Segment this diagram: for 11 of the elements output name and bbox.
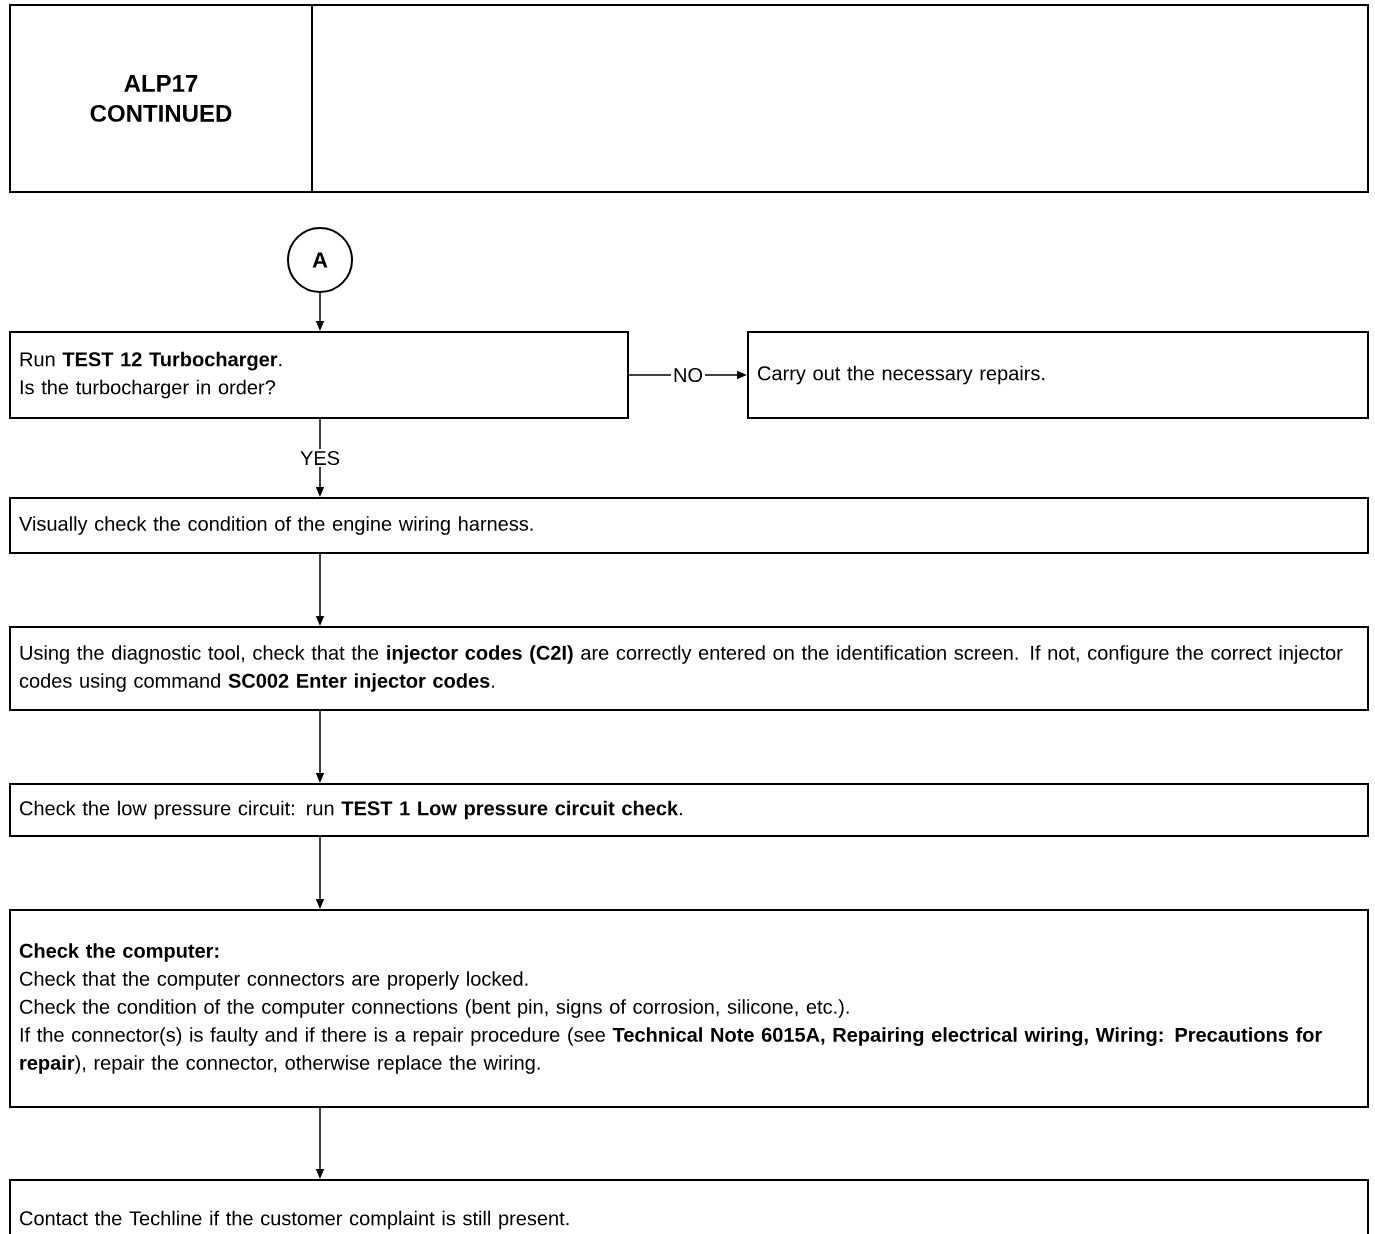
process-box: Visually check the condition of the engine wiring harness. xyxy=(9,497,1369,554)
edge-label: YES xyxy=(298,448,342,468)
header-cell: ALP17 CONTINUED xyxy=(9,4,313,193)
process-box: Carry out the necessary repairs. xyxy=(747,331,1369,419)
process-box: Check the computer: Check that the computer connectors are properly locked. Check the condition of the computer connections (bent pin, signs of corrosion, silicone, etc.). If the connector(s) is faulty and if there is a repair procedure (see Technical Note 6015A, Repairing electrical wiring, Wiring: Precautions for repair), repair the connector, otherwise replace the wiring. xyxy=(9,909,1369,1108)
process-box: Run TEST 12 Turbocharger. Is the turbocharger in order? xyxy=(9,331,629,419)
edge-label: NO xyxy=(671,365,705,385)
process-box: Using the diagnostic tool, check that the injector codes (C2I) are correctly entered on the identification screen. If not, configure the correct injector codes using command SC002 Enter injector codes. xyxy=(9,626,1369,711)
table-cell xyxy=(311,4,1369,193)
process-box: Check the low pressure circuit: run TEST 1 Low pressure circuit check. xyxy=(9,783,1369,837)
process-box: Contact the Techline if the customer complaint is still present. xyxy=(9,1179,1369,1234)
